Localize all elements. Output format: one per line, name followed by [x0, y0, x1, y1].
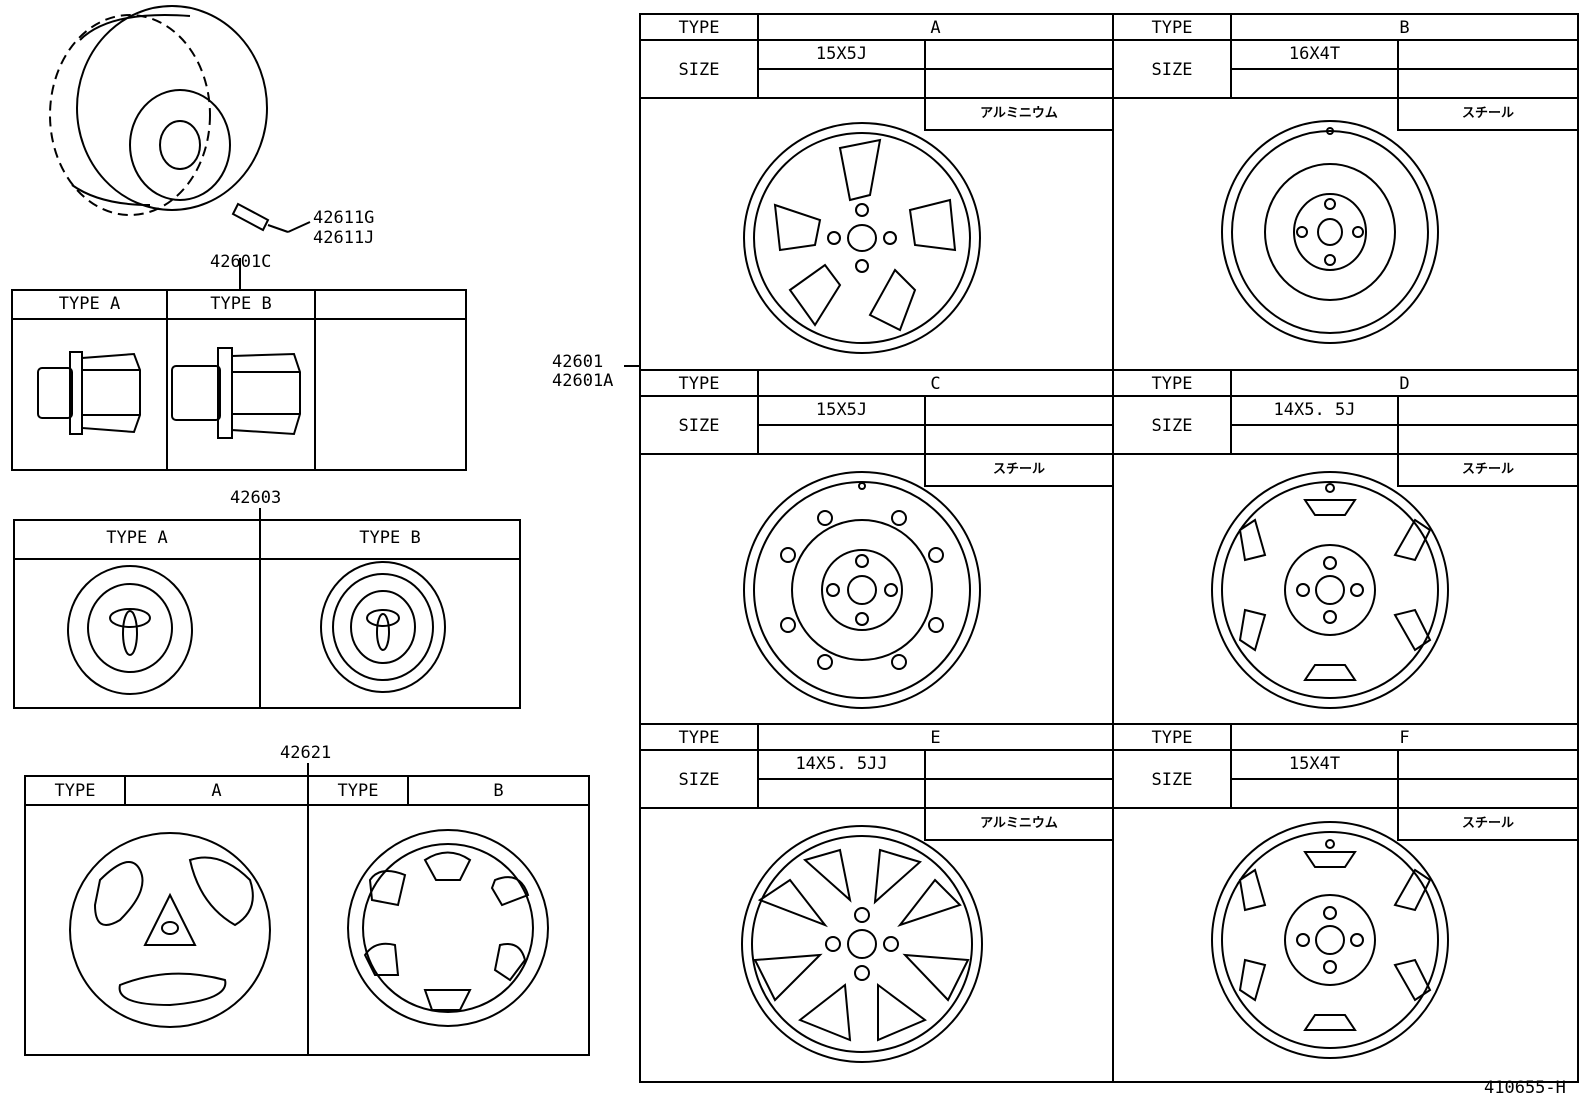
wheel-material: スチール: [1461, 106, 1514, 121]
wheel-material: アルミニウム: [980, 816, 1058, 831]
nut-table: [11, 258, 467, 471]
ornament-type-b-icon: [320, 561, 446, 693]
cap-type-a-value: A: [211, 781, 222, 801]
wheel-type-value: C: [930, 374, 941, 394]
wheel-size-value: 15X4T: [1288, 754, 1341, 774]
nut-type-b-icon: [171, 347, 301, 439]
wheel-size-label: SIZE: [1151, 60, 1193, 80]
wheel-type-value: E: [930, 728, 941, 748]
nut-part-number: 42601C: [210, 252, 272, 272]
cap-part-number: 42621: [280, 743, 332, 763]
wheel-type-value: A: [930, 18, 941, 38]
wheel-material: スチール: [992, 462, 1045, 477]
ornament-type-a-icon: [67, 565, 193, 695]
wheel-size-label: SIZE: [678, 60, 720, 80]
wheel-type-a-icon: [743, 122, 981, 354]
material-box: [1397, 807, 1579, 841]
wheel-type-f-icon: [1211, 821, 1449, 1059]
wheel-size-value: 15X5J: [815, 400, 868, 420]
wheel-type-value: B: [1399, 18, 1410, 38]
tire-wheel-illustration: [49, 5, 268, 216]
cap-type-a-icon: [69, 832, 271, 1028]
wheel-table-grid: [639, 13, 1579, 1083]
wheel-type-label: TYPE: [1151, 728, 1193, 748]
wheel-type-label: TYPE: [678, 18, 720, 38]
wheel-size-label: SIZE: [1151, 416, 1193, 436]
ornament-type-b-label: TYPE B: [359, 528, 421, 548]
cap-type-b-value: B: [493, 781, 504, 801]
valve-stem-icon: [231, 202, 311, 233]
valve-part-number-alt: 42611J: [313, 228, 375, 248]
nut-type-a-icon: [37, 351, 141, 435]
material-box: [924, 97, 1114, 131]
wheel-size-label: SIZE: [1151, 770, 1193, 790]
material-box: [924, 807, 1114, 841]
wheel-type-c-icon: [743, 471, 981, 709]
wheel-size-value: 15X5J: [815, 44, 868, 64]
cap-type-label-b: TYPE: [337, 781, 379, 801]
nut-type-b-label: TYPE B: [210, 294, 272, 314]
wheel-type-e-icon: [741, 825, 983, 1063]
wheel-type-d-icon: [1211, 471, 1449, 709]
wheel-type-label: TYPE: [678, 728, 720, 748]
wheel-type-label: TYPE: [1151, 374, 1193, 394]
ornament-part-number: 42603: [230, 488, 282, 508]
wheel-material: アルミニウム: [980, 106, 1058, 121]
wheel-type-value: F: [1399, 728, 1410, 748]
cap-type-label-a: TYPE: [54, 781, 96, 801]
wheel-part-number-alt: 42601A: [552, 371, 614, 391]
wheel-material: スチール: [1461, 816, 1514, 831]
wheel-size-label: SIZE: [678, 416, 720, 436]
wheel-type-value: D: [1399, 374, 1410, 394]
material-box: [1397, 453, 1579, 487]
wheel-type-label: TYPE: [678, 374, 720, 394]
nut-type-a-label: TYPE A: [58, 294, 121, 314]
ornament-table: [13, 508, 521, 709]
wheel-part-number: 42601: [552, 352, 604, 372]
wheel-size-value: 16X4T: [1288, 44, 1341, 64]
wheel-size-label: SIZE: [678, 770, 720, 790]
material-box: [924, 453, 1114, 487]
valve-part-number: 42611G: [313, 208, 375, 228]
figure-code: 410655-H: [1484, 1078, 1566, 1098]
cap-table: [24, 763, 590, 1056]
wheel-type-label: TYPE: [1151, 18, 1193, 38]
wheel-material: スチール: [1461, 462, 1514, 477]
cap-type-b-icon: [347, 829, 549, 1027]
ornament-type-a-label: TYPE A: [106, 528, 168, 548]
wheel-type-b-icon: [1221, 120, 1439, 344]
wheel-size-value: 14X5. 5J: [1273, 400, 1356, 420]
wheel-size-value: 14X5. 5JJ: [795, 754, 888, 774]
material-box: [1397, 97, 1579, 131]
